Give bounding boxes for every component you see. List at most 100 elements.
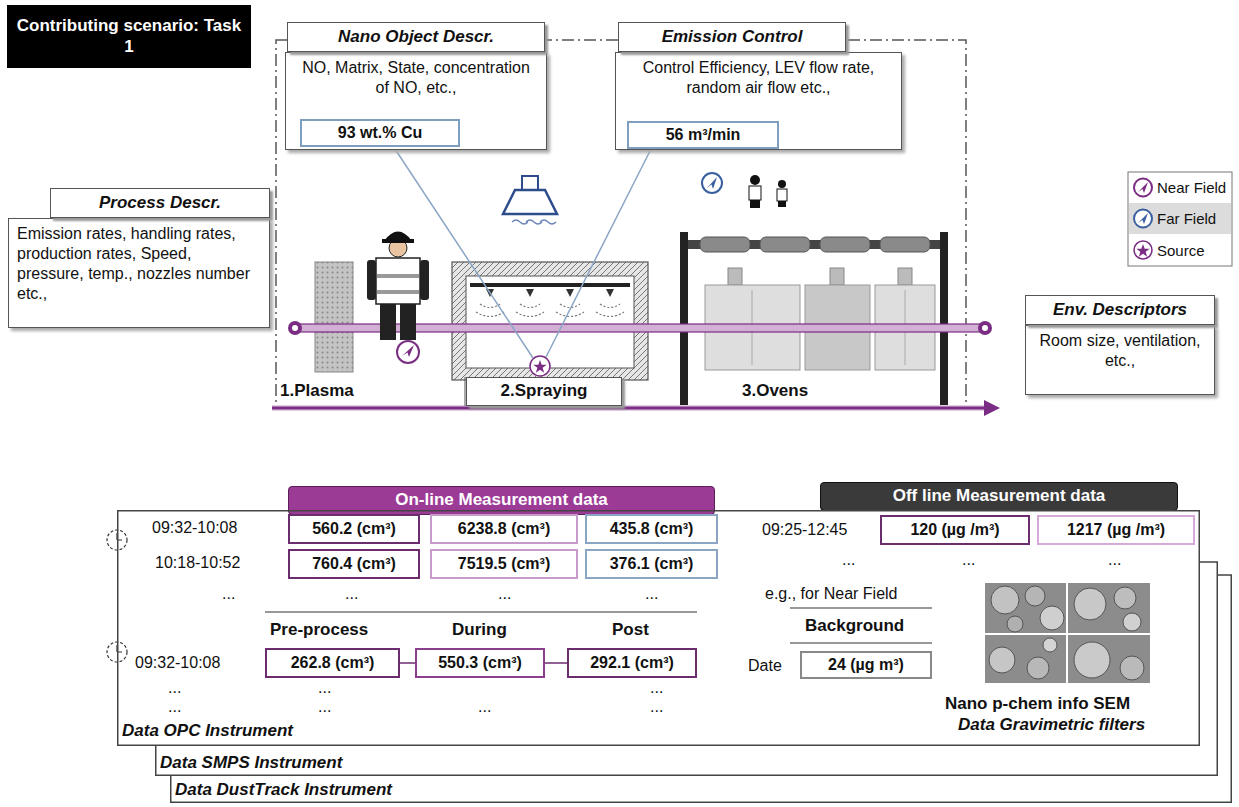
panel-body: Room size, ventilation, etc., bbox=[1025, 325, 1215, 395]
box-text: 262.8 (cm³) bbox=[291, 653, 375, 672]
label-text: Pre-process bbox=[270, 620, 368, 640]
value-box: 435.8 (cm³) bbox=[585, 514, 718, 544]
panel-heading: Process Descr. bbox=[50, 188, 270, 218]
panel-outline bbox=[118, 511, 1200, 746]
zone-markers-part bbox=[530, 356, 550, 376]
panel-heading: Emission Control bbox=[618, 22, 846, 52]
panel-outline bbox=[156, 562, 1218, 775]
label-text: ... bbox=[498, 584, 511, 604]
far-field-workers bbox=[749, 175, 787, 208]
zone-markers-part bbox=[702, 173, 722, 193]
conveyor-belt-part bbox=[978, 321, 992, 335]
spray-booth-part bbox=[516, 304, 544, 317]
legend-label: Near Field bbox=[1157, 178, 1226, 197]
oven-line-part bbox=[830, 268, 844, 285]
legend-frame-part bbox=[1134, 241, 1152, 259]
spray-booth-part bbox=[466, 276, 634, 368]
scenario-tag: Contributing scenario: Task 1 bbox=[7, 5, 251, 68]
legend-frame-part bbox=[1134, 210, 1152, 228]
oven-line-part bbox=[940, 232, 948, 406]
label-text: During bbox=[452, 620, 507, 640]
conveyor-belt-part bbox=[295, 324, 985, 332]
panel-text: Control Efficiency, LEV flow rate, rando… bbox=[624, 58, 893, 98]
box-text: 6238.8 (cm³) bbox=[458, 519, 551, 538]
oven-line-part bbox=[728, 268, 742, 285]
label-text: 3.Ovens bbox=[742, 381, 808, 401]
worker-figure-part bbox=[367, 260, 376, 300]
value-box: 760.4 (cm³) bbox=[288, 549, 420, 579]
sem-image-part bbox=[1043, 638, 1057, 652]
worker-figure bbox=[367, 232, 429, 341]
worker-figure-part bbox=[377, 290, 419, 294]
far-field-workers-part bbox=[749, 186, 761, 200]
plasma-unit bbox=[315, 262, 353, 372]
spray-booth-part bbox=[470, 283, 630, 287]
label-text: ... bbox=[842, 550, 855, 570]
section-header: Off line Measurement data bbox=[820, 482, 1178, 511]
connector-line bbox=[400, 662, 415, 664]
sem-image-part bbox=[1027, 657, 1049, 679]
process-arrow-part bbox=[272, 407, 986, 410]
label-text: ... bbox=[345, 584, 358, 604]
zone-markers-part bbox=[707, 177, 717, 189]
worker-figure-part bbox=[377, 274, 419, 278]
zone-markers bbox=[397, 173, 722, 376]
extraction-hood-part bbox=[512, 220, 556, 224]
oven-line-part bbox=[680, 232, 688, 406]
conveyor-belt-part bbox=[292, 325, 298, 331]
box-text: 1217 (µg /m³) bbox=[1067, 520, 1165, 539]
label-text: ... bbox=[168, 678, 181, 698]
descriptor-panel: NO, Matrix, State, concentration of NO, … bbox=[285, 22, 547, 150]
label-text: ... bbox=[168, 697, 181, 717]
panel-body: Emission rates, handling rates, producti… bbox=[8, 218, 270, 328]
label-text: ... bbox=[645, 584, 658, 604]
value-box: 6238.8 (cm³) bbox=[430, 514, 578, 544]
label-text: 09:32-10:08 bbox=[152, 518, 237, 538]
sem-image-part bbox=[1040, 606, 1064, 630]
conveyor-belt-part bbox=[982, 325, 988, 331]
table-rule-part bbox=[265, 611, 697, 612]
panel-heading: Nano Object Descr. bbox=[287, 22, 545, 52]
extraction-hood-part bbox=[522, 176, 538, 190]
plasma-unit-part bbox=[315, 262, 353, 372]
value-box: 24 (µg m³) bbox=[800, 651, 932, 679]
legend-frame-part bbox=[1136, 244, 1149, 257]
worker-figure-part bbox=[400, 302, 416, 340]
panel-heading: Env. Descriptors bbox=[1025, 295, 1215, 325]
value-box: 550.3 (cm³) bbox=[415, 648, 545, 678]
value-box: 1217 (µg /m³) bbox=[1037, 515, 1195, 545]
value-box: 292.1 (cm³) bbox=[567, 648, 697, 678]
extraction-hood bbox=[503, 176, 557, 224]
value-box: 93 wt.% Cu bbox=[300, 119, 460, 147]
value-box: 56 m³/min bbox=[627, 121, 779, 149]
leader-line bbox=[395, 149, 650, 358]
label-text: Date bbox=[748, 656, 782, 676]
connector-line bbox=[545, 662, 567, 664]
worker-figure-part bbox=[380, 302, 396, 340]
leader-line-part bbox=[546, 151, 650, 357]
legend-label: Source bbox=[1157, 241, 1205, 260]
stage-box: 2.Spraying bbox=[466, 377, 622, 406]
label-text: 09:32-10:08 bbox=[135, 653, 220, 673]
panel-text: Room size, ventilation, etc., bbox=[1034, 331, 1206, 371]
label-text: ... bbox=[318, 678, 331, 698]
sem-image-part bbox=[1120, 656, 1144, 680]
table-rule-part bbox=[790, 607, 932, 608]
spray-booth-part bbox=[526, 289, 534, 297]
sem-image-part bbox=[989, 647, 1015, 673]
descriptor-panel: Control Efficiency, LEV flow rate, rando… bbox=[615, 22, 902, 150]
legend-frame bbox=[1128, 172, 1232, 266]
oven-line-part bbox=[880, 237, 930, 252]
spray-booth-part bbox=[476, 304, 504, 317]
oven-line-part bbox=[700, 237, 750, 252]
legend-frame-part bbox=[1138, 182, 1148, 193]
label-text: ... bbox=[222, 584, 235, 604]
label-text: ... bbox=[318, 697, 331, 717]
sem-image-part bbox=[985, 583, 1150, 683]
spray-booth-part bbox=[606, 289, 614, 297]
sem-image-part bbox=[1074, 642, 1110, 678]
leader-line-part bbox=[395, 149, 533, 358]
legend-frame-part bbox=[1138, 213, 1148, 224]
label-text: 09:25-12:45 bbox=[762, 520, 847, 540]
